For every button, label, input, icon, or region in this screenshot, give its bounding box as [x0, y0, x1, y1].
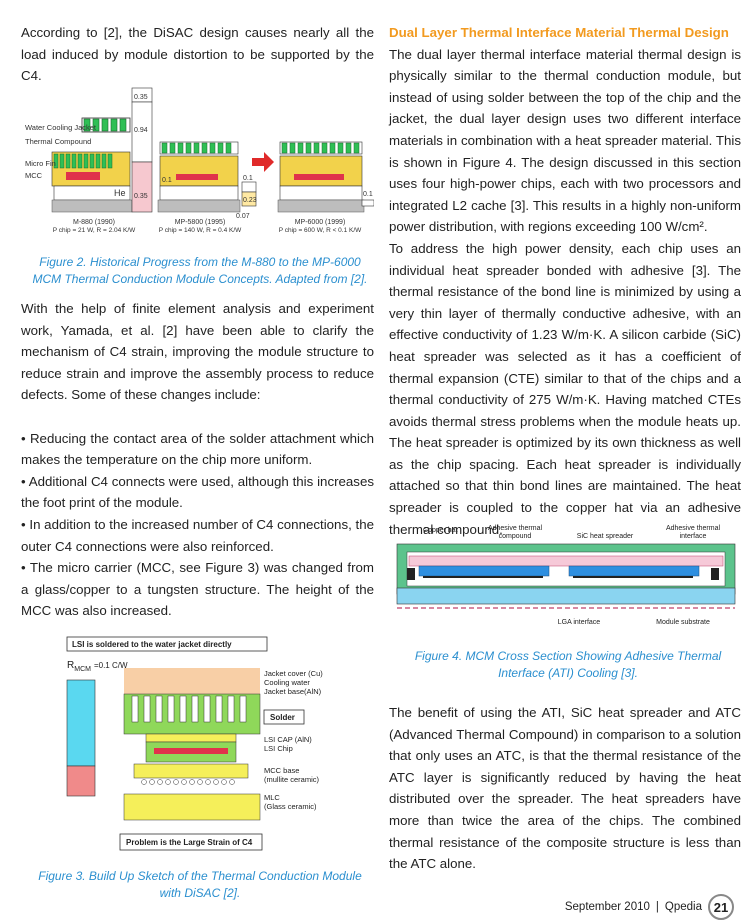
fig3-label-glass: (Glass ceramic) [264, 802, 317, 811]
value-0.1-b: 0.1 [363, 191, 373, 198]
bullet-micro-carrier: • The micro carrier (MCC, see Figure 3) … [21, 560, 374, 619]
fig3-label-lsi-chip: LSI Chip [264, 744, 293, 753]
m880-chip [66, 172, 100, 180]
svg-text:0.1: 0.1 [162, 177, 172, 184]
value-0.35-bottom: 0.35 [134, 193, 148, 200]
page-footer: September 2010 | Qpedia 21 [565, 894, 734, 920]
footer-brand: Qpedia [664, 901, 702, 913]
value-0.94: 0.94 [134, 127, 148, 134]
right-column-bottom: The benefit of using the ATI, SiC heat s… [389, 702, 741, 875]
fig3-label-lsi-cap: LSI CAP (AlN) [264, 735, 312, 744]
fig4-label-copper-hat: Copper hat [423, 527, 458, 534]
value-0.23: 0.23 [243, 197, 257, 204]
fig4-label-adhesive-interface-2: interface [680, 533, 707, 540]
figure-2: Water Cooling Jacket Thermal Compound Mi… [22, 86, 374, 236]
figure-2-caption: Figure 2. Historical Progress from the M… [32, 255, 368, 286]
figure-4-diagram: Copper hat Adhesive thermal compound SiC… [396, 525, 736, 626]
footer-separator: | [655, 901, 659, 913]
label-mcc: MCC [25, 171, 43, 180]
fig3-label-jacket-base: Jacket base(AlN) [264, 687, 322, 696]
fig4-label-sic: SiC heat spreader [577, 533, 634, 540]
model-mp6000-spec: P chip = 600 W, R < 0.1 K/W [279, 227, 362, 234]
label-he: He [114, 188, 126, 198]
right-column: Dual Layer Thermal Interface Material Th… [389, 22, 741, 540]
page-number: 21 [708, 894, 734, 920]
figure-3-caption: Figure 3. Build Up Sketch of the Thermal… [38, 869, 362, 900]
figure-3: LSI is soldered to the water jacket dire… [64, 634, 354, 860]
fig3-rmcm: RMCM=0.1 C/W [67, 660, 128, 673]
section-heading: Dual Layer Thermal Interface Material Th… [389, 25, 729, 40]
fig3-label-mcc-base: MCC base [264, 766, 299, 775]
fig4-label-lga: LGA interface [558, 619, 601, 626]
paragraph-power-density: To address the high power density, each … [389, 240, 741, 537]
value-0.35-top: 0.35 [134, 94, 148, 101]
model-mp6000-name: MP-6000 (1999) [295, 219, 346, 226]
paragraph-dual-layer: The dual layer thermal interface materia… [389, 46, 741, 235]
model-mp5800-spec: P chip = 140 W, R = 0.4 K/W [159, 227, 242, 234]
figure-3-diagram: LSI is soldered to the water jacket dire… [66, 636, 323, 851]
model-mp5800-name: MP-5800 (1995) [175, 219, 226, 226]
paragraph-yamada: With the help of finite element analysis… [21, 301, 374, 403]
value-0.07: 0.07 [236, 213, 250, 220]
fig3-label-mlc: MLC [264, 793, 280, 802]
figure-4-caption: Figure 4. MCM Cross Section Showing Adhe… [414, 649, 722, 680]
footer-date: September 2010 [564, 901, 650, 913]
fig3-label-jacket-cover: Jacket cover (Cu) [264, 669, 323, 678]
fig3-label-cooling-water: Cooling water [264, 678, 310, 687]
fig4-label-adhesive-compound-1: Adhesive thermal [488, 525, 543, 532]
arrow-icon [252, 152, 274, 172]
paragraph-ati-benefit: The benefit of using the ATI, SiC heat s… [389, 705, 741, 872]
fig4-label-substrate: Module substrate [656, 619, 710, 626]
label-compound: Thermal Compound [25, 137, 91, 146]
model-m880-spec: P chip = 21 W, R = 2.04 K/W [53, 227, 136, 234]
bullet-contact-area: • Reducing the contact area of the solde… [21, 430, 374, 468]
label-fin: Micro Fin [25, 159, 56, 168]
bullet-additional-c4: • Additional C4 connects were used, alth… [21, 473, 374, 511]
model-m880-name: M-880 (1990) [73, 219, 115, 226]
fig3-label-solder: Solder [270, 713, 295, 722]
paragraph-disac-load: According to [2], the DiSAC design cause… [21, 25, 374, 84]
fig3-bottom-label: Problem is the Large Strain of C4 [126, 838, 253, 847]
fig4-label-adhesive-interface-1: Adhesive thermal [666, 525, 721, 532]
figure-4: Copper hat Adhesive thermal compound SiC… [393, 522, 739, 634]
fig4-label-adhesive-compound-2: compound [499, 533, 532, 540]
value-0.1-a: 0.1 [243, 175, 253, 182]
left-column: According to [2], the DiSAC design cause… [21, 22, 374, 87]
label-jacket: Water Cooling Jacket [25, 123, 97, 132]
figure-2-diagram: Water Cooling Jacket Thermal Compound Mi… [25, 87, 374, 234]
fig3-label-mullite: (mullite ceramic) [264, 775, 320, 784]
bullet-outer-c4: • In addition to the increased number of… [21, 516, 374, 554]
left-column-body: With the help of finite element analysis… [21, 298, 374, 622]
m880-body [51, 151, 131, 187]
fig3-top-label: LSI is soldered to the water jacket dire… [72, 640, 232, 649]
